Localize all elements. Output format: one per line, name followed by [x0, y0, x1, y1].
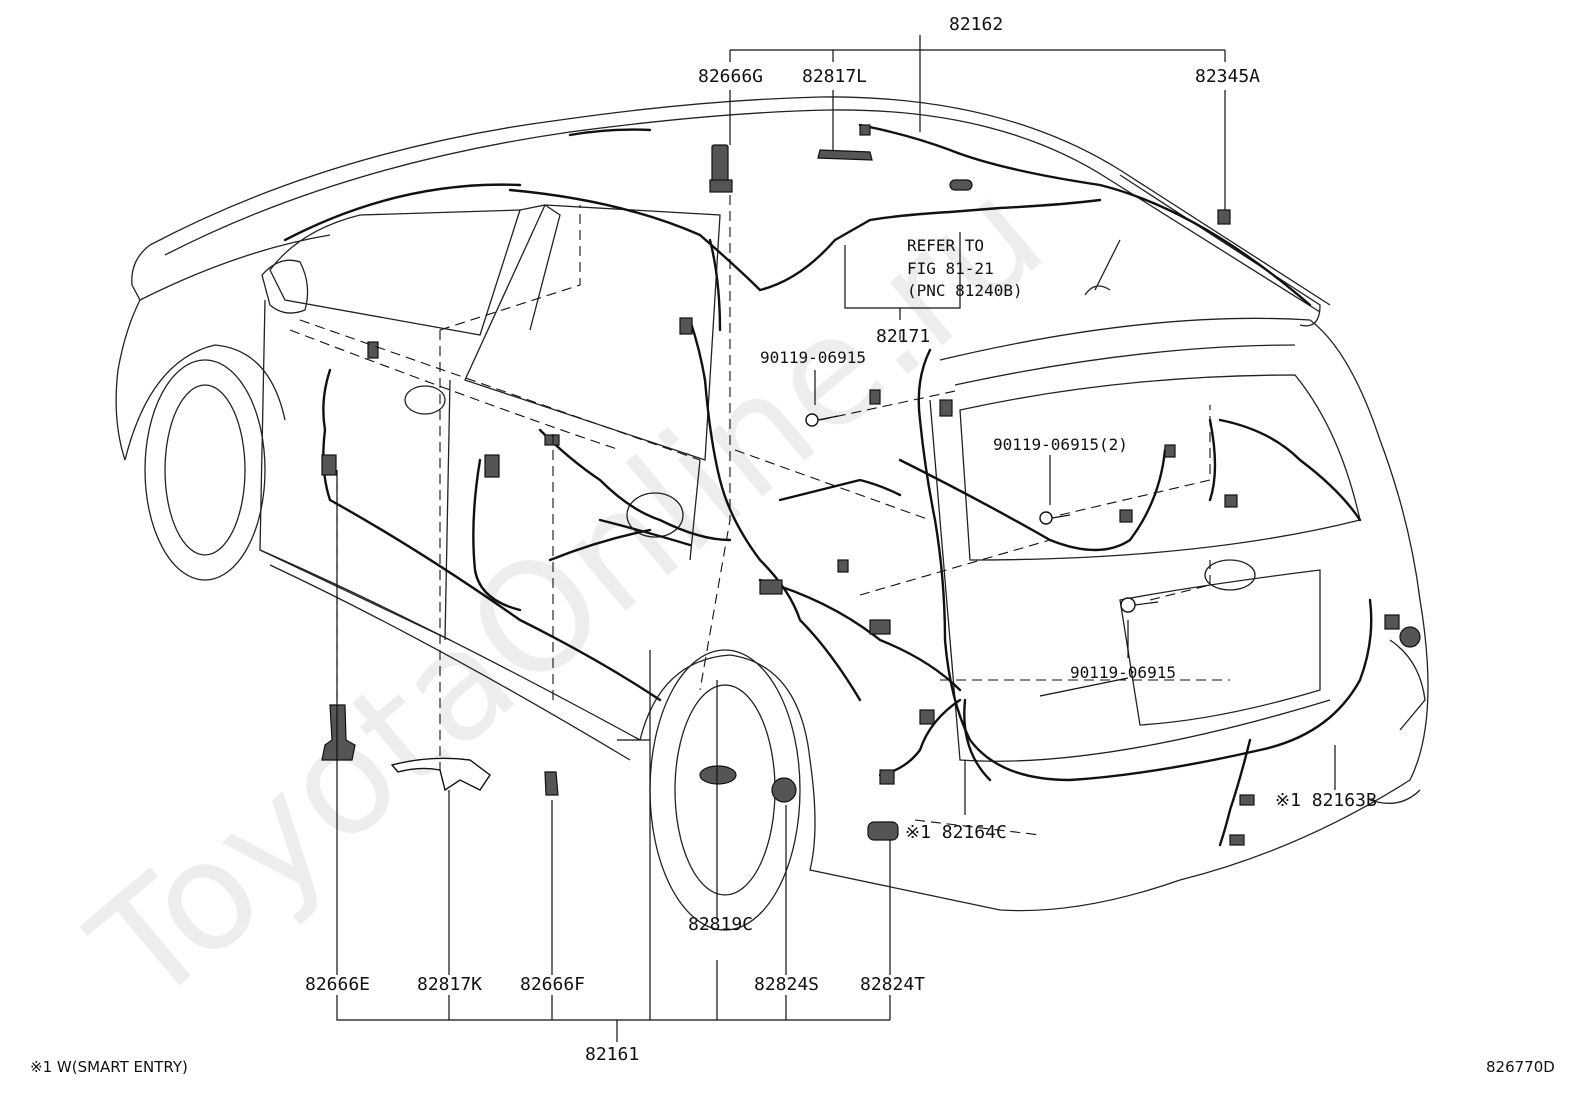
label-82171: 82171: [876, 326, 930, 347]
connectors: [321, 124, 1421, 846]
label-82817K: 82817K: [417, 974, 482, 995]
refer-note-line2: FIG 81-21: [907, 259, 994, 278]
car-body-outline: [115, 96, 1429, 931]
part-labels: 82162 82666G 82817L 82345A REFER TO FIG …: [30, 14, 1555, 1076]
label-82666G: 82666G: [698, 66, 763, 87]
leader-lines: [336, 35, 1336, 1042]
refer-note-line1: REFER TO: [907, 236, 984, 255]
label-82666E: 82666E: [305, 974, 370, 995]
label-82162: 82162: [949, 14, 1003, 35]
label-90119-c: 90119-06915: [1070, 663, 1176, 682]
dashed-guides: [289, 195, 1230, 836]
diagram-id: 826770D: [1486, 1058, 1555, 1076]
label-82817L: 82817L: [802, 66, 867, 87]
label-82824S: 82824S: [754, 974, 819, 995]
label-82345A: 82345A: [1195, 66, 1260, 87]
label-82824T: 82824T: [860, 974, 925, 995]
label-90119-b: 90119-06915(2): [993, 435, 1128, 454]
label-82163B: ※1 82163B: [1275, 790, 1377, 811]
label-82666F: 82666F: [520, 974, 585, 995]
wire-harness: [283, 123, 1373, 847]
label-82819C: 82819C: [688, 914, 753, 935]
label-82161: 82161: [585, 1044, 639, 1065]
footnote: ※1 W(SMART ENTRY): [30, 1058, 188, 1076]
label-82164C: ※1 82164C: [905, 822, 1007, 843]
refer-note-line3: (PNC 81240B): [907, 281, 1023, 300]
label-90119-a: 90119-06915: [760, 348, 866, 367]
exploded-parts: [321, 704, 899, 841]
